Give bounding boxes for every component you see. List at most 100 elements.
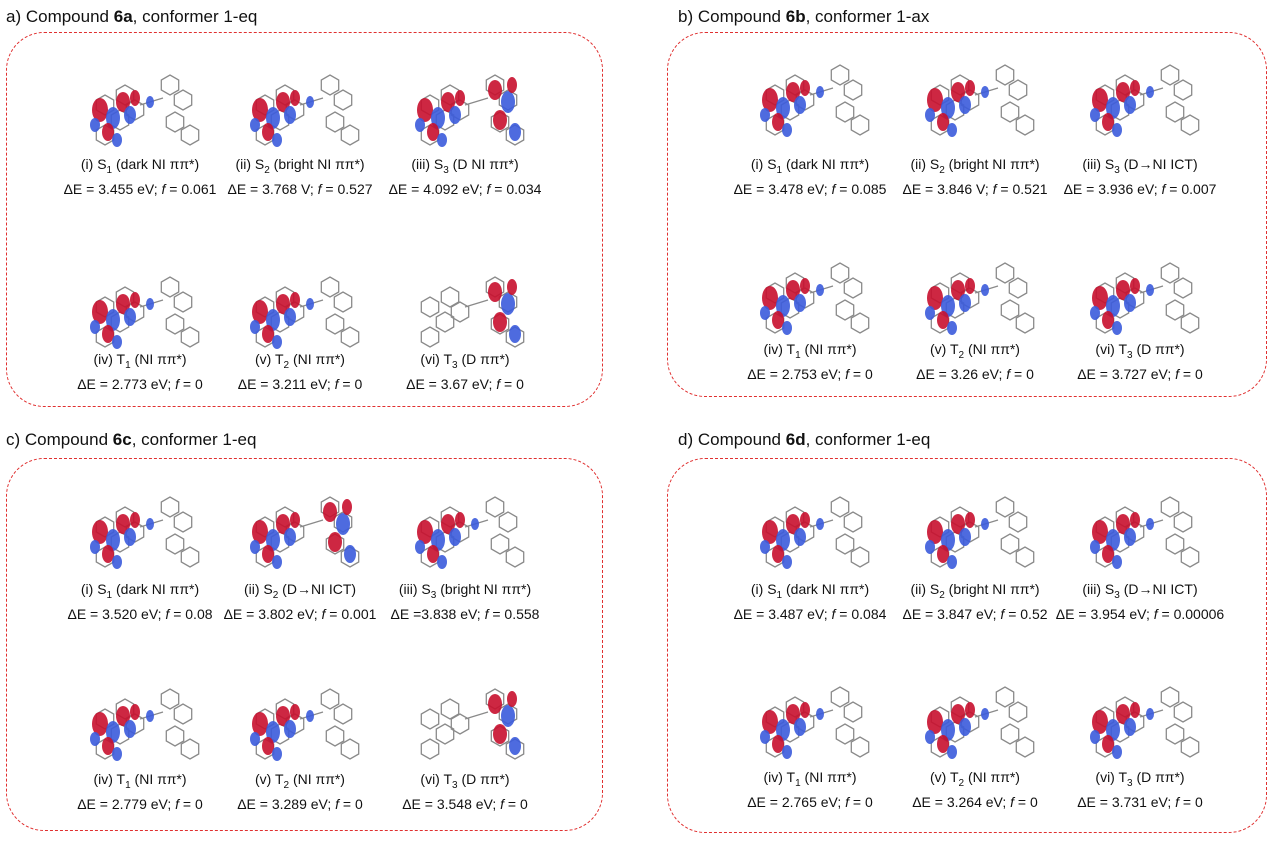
orbital-lobe — [1090, 108, 1100, 122]
oscillator-strength-label: f — [484, 605, 489, 622]
state-index: 3 — [1127, 777, 1133, 789]
state-energy-line: ΔE = 3.846 V; f = 0.521 — [875, 180, 1075, 198]
state-character: (D ππ*) — [457, 771, 510, 787]
state-label-prefix: (iii) S — [411, 156, 444, 172]
orbital-lobe — [782, 555, 792, 569]
orbital-lobe — [947, 123, 957, 137]
orbital-lobe — [116, 514, 130, 534]
excitation-energy: ΔE = 3.478 eV; — [733, 180, 832, 197]
orbital-lobe — [800, 80, 810, 96]
panel-title-prefix: b) Compound — [678, 7, 786, 26]
orbital-lobe — [925, 108, 935, 122]
state-label: (iv) T1 (NI ππ*) — [40, 350, 240, 375]
orbital-lobe — [782, 321, 792, 335]
oscillator-strength-value: = 0 — [1179, 365, 1203, 382]
orbital-lobe — [130, 512, 140, 528]
state-character: (D ππ*) — [1132, 341, 1185, 357]
orbital-density-render — [90, 496, 200, 569]
oscillator-strength-value: = 0.08 — [169, 605, 213, 622]
orbital-lobe — [488, 80, 502, 100]
orbital-density-render — [90, 688, 200, 761]
oscillator-strength-value: = 0 — [339, 795, 363, 812]
state-index: 1 — [776, 589, 783, 601]
orbital-lobe — [1112, 555, 1122, 569]
orbital-density-render — [760, 496, 870, 569]
state-caption: (v) T2 (NI ππ*)ΔE = 3.264 eV; f = 0 — [875, 768, 1075, 811]
orbital-lobe — [1146, 284, 1154, 296]
excitation-energy: ΔE = 2.765 eV; — [747, 793, 846, 810]
state-index: 2 — [939, 589, 945, 601]
state-character: (D ππ*) — [1132, 769, 1185, 785]
orbital-lobe — [1124, 718, 1136, 736]
state-character: (NI ππ*) — [800, 769, 857, 785]
oscillator-strength-value: = 0.084 — [835, 605, 887, 622]
orbital-lobe — [112, 555, 122, 569]
orbital-lobe — [437, 555, 447, 569]
state-label: (iv) T1 (NI ππ*) — [710, 768, 910, 793]
excitation-energy: ΔE = 2.779 eV; — [77, 795, 176, 812]
state-label-prefix: (iii) S — [398, 581, 431, 597]
state-energy-line: ΔE = 4.092 eV; f = 0.034 — [365, 180, 565, 198]
orbital-lobe — [1112, 745, 1122, 759]
state-label: (i) S1 (dark NI ππ*) — [40, 580, 240, 605]
orbital-lobe — [927, 520, 943, 544]
orbital-lobe — [959, 294, 971, 312]
state-caption: (i) S1 (dark NI ππ*)ΔE = 3.520 eV; f = 0… — [40, 580, 240, 623]
state-energy-line: ΔE = 3.289 eV; f = 0 — [200, 795, 400, 813]
orbital-lobe — [937, 735, 949, 753]
state-index: 3 — [1114, 164, 1120, 176]
oscillator-strength-value: = 0 — [500, 375, 524, 392]
orbital-lobe — [965, 278, 975, 294]
orbital-lobe — [937, 545, 949, 563]
oscillator-strength-label: f — [335, 795, 340, 812]
state-label: (iv) T1 (NI ππ*) — [40, 770, 240, 795]
orbital-lobe — [130, 292, 140, 308]
orbital-lobe — [250, 540, 260, 554]
state-label-prefix: (i) S — [80, 156, 107, 172]
orbital-lobe — [1112, 123, 1122, 137]
orbital-lobe — [112, 747, 122, 761]
oscillator-strength-value: = 0 — [1010, 365, 1034, 382]
state-index: 1 — [776, 164, 783, 176]
state-caption: (v) T2 (NI ππ*)ΔE = 3.26 eV; f = 0 — [875, 340, 1075, 383]
orbital-lobe — [772, 113, 784, 131]
orbital-lobe — [772, 735, 784, 753]
oscillator-strength-value: = 0.527 — [321, 180, 373, 197]
orbital-lobe — [937, 311, 949, 329]
orbital-lobe — [937, 113, 949, 131]
state-label-prefix: (ii) S — [243, 581, 273, 597]
orbital-lobe — [1092, 286, 1108, 310]
oscillator-strength-label: f — [1175, 365, 1180, 382]
state-character: (dark NI ππ*) — [782, 581, 870, 597]
oscillator-strength-label: f — [500, 795, 505, 812]
state-label-prefix: (ii) S — [235, 156, 265, 172]
excitation-energy: ΔE = 4.092 eV; — [388, 180, 487, 197]
state-character: (NI ππ*) — [964, 341, 1020, 357]
panel-b-frame — [667, 32, 1267, 397]
orbital-lobe — [344, 545, 356, 563]
orbital-lobe — [441, 514, 455, 534]
state-label: (i) S1 (dark NI ππ*) — [710, 155, 910, 180]
state-character: (dark NI ππ*) — [782, 156, 870, 172]
orbital-lobe — [1130, 512, 1140, 528]
oscillator-strength-label: f — [1006, 365, 1011, 382]
orbital-lobe — [794, 528, 806, 546]
orbital-lobe — [762, 88, 778, 112]
state-label: (iii) S3 (bright NI ππ*) — [365, 580, 565, 605]
orbital-lobe — [1092, 88, 1108, 112]
state-label-prefix: (ii) S — [910, 156, 940, 172]
state-character: (D→NI ICT) — [1119, 156, 1198, 172]
state-index: 1 — [106, 164, 113, 176]
orbital-lobe — [116, 706, 130, 726]
orbital-lobe — [336, 513, 350, 535]
state-index: 3 — [1114, 589, 1120, 601]
state-character: (NI ππ*) — [130, 351, 187, 367]
orbital-lobe — [124, 106, 136, 124]
orbital-lobe — [507, 691, 517, 707]
oscillator-strength-label: f — [496, 375, 501, 392]
state-label: (vi) T3 (D ππ*) — [1040, 768, 1240, 793]
orbital-lobe — [794, 294, 806, 312]
state-character: (NI ππ*) — [800, 341, 857, 357]
orbital-lobe — [252, 300, 268, 324]
orbital-lobe — [760, 730, 770, 744]
